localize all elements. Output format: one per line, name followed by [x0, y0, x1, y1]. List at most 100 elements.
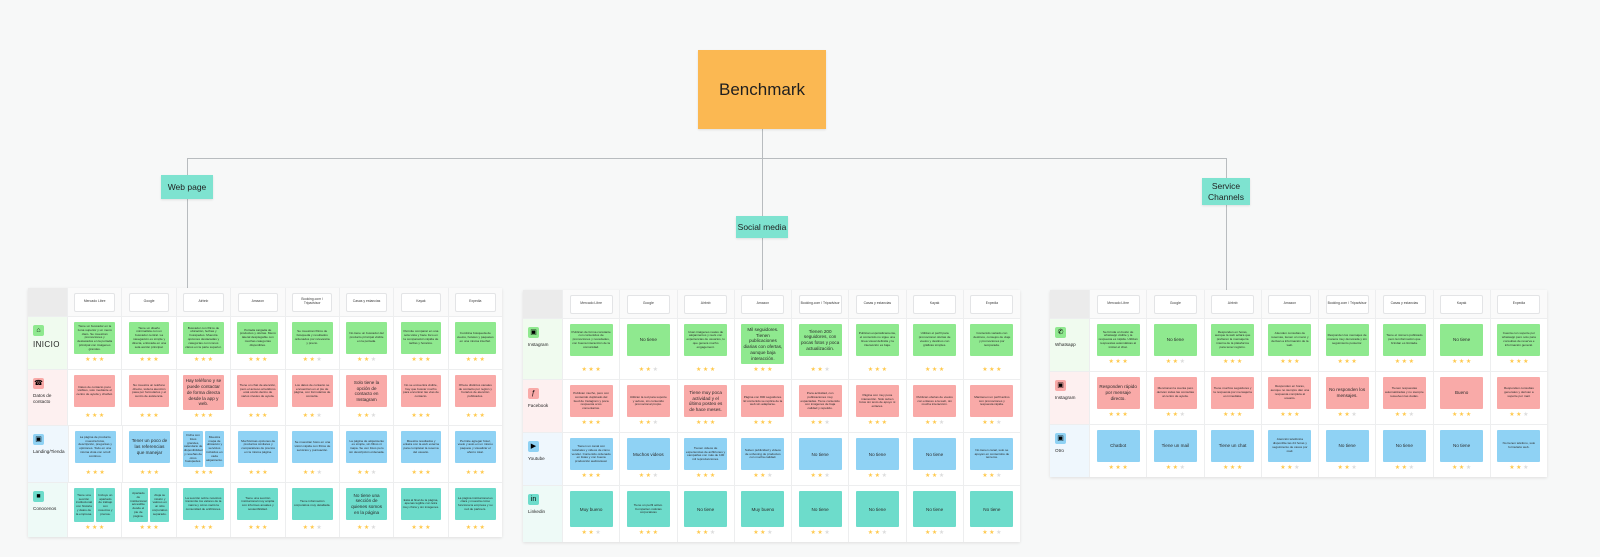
sticky-note[interactable]: Chatbot	[1096, 430, 1140, 462]
rating-stars[interactable]: ★★★	[1338, 356, 1357, 365]
column-header[interactable]: Airbnb	[175, 288, 230, 316]
rating-stars[interactable]: ★★★	[696, 527, 715, 536]
sticky-note[interactable]: Responden en horas, aunque no siempre da…	[1268, 377, 1312, 409]
sticky-note[interactable]: Muchísimas opciones de productos similar…	[237, 431, 279, 464]
sticky-note[interactable]: Suben publicidad y videos de unboxing de…	[741, 438, 785, 471]
sticky-note[interactable]: No tiene	[626, 324, 670, 356]
rating-stars[interactable]: ★★★	[696, 470, 715, 479]
sticky-note[interactable]: Muy bueno	[741, 491, 785, 528]
column-header[interactable]: Amazon	[733, 290, 791, 318]
sticky-note[interactable]: Tiene información corporativa muy detall…	[291, 488, 333, 521]
sticky-note[interactable]: Poca actividad, con publicaciones muy es…	[798, 385, 842, 418]
column-header[interactable]: Mercado Libre	[562, 290, 619, 318]
row-header[interactable]: ▣Instagram	[1050, 372, 1089, 424]
sticky-note[interactable]: Responden consultas generales y derivan …	[1497, 377, 1541, 409]
sticky-note[interactable]: No tiene	[798, 438, 842, 471]
rating-stars[interactable]: ★★★	[1166, 409, 1185, 418]
column-header[interactable]: Kayak	[1432, 290, 1490, 318]
sticky-note[interactable]: Publican ofertas de vuelos con enlaces a…	[913, 385, 957, 418]
rating-stars[interactable]: ★★★	[303, 410, 322, 419]
sticky-note[interactable]: No tienen teléfono, solo formulario web.	[1497, 430, 1541, 462]
sticky-note[interactable]: Hay teléfono y se puede contactar de for…	[183, 375, 224, 411]
rating-stars[interactable]: ★★★	[85, 354, 104, 363]
sticky-note[interactable]: No muestra un teléfono directo, toda la …	[128, 375, 170, 408]
column-header[interactable]: Amazon	[230, 288, 284, 316]
sticky-note[interactable]: No tiene	[913, 438, 957, 471]
sticky-note[interactable]: Tiene muy poca actividad y el último pos…	[684, 385, 728, 418]
sticky-note[interactable]: Combina búsqueda de vuelos, hoteles y pa…	[454, 322, 496, 354]
rating-stars[interactable]: ★★★	[982, 527, 1001, 536]
sticky-note[interactable]: Tiene el número publicado pero la inform…	[1382, 324, 1426, 356]
sticky-note[interactable]: Página con 800 seguidores. El contenido …	[741, 385, 785, 418]
rating-stars[interactable]: ★★★	[194, 522, 213, 531]
sticky-note[interactable]: Se muestran fotos en una visión rápida c…	[292, 431, 333, 464]
sticky-note[interactable]: Muy bueno	[569, 491, 613, 528]
rating-stars[interactable]: ★★★	[1166, 356, 1185, 365]
rating-stars[interactable]: ★★★	[1280, 409, 1299, 418]
column-header[interactable]: Expedia	[1489, 290, 1547, 318]
sticky-note[interactable]: No tiene	[855, 491, 899, 528]
sticky-note[interactable]: Tienen videos de experiencias de anfitri…	[684, 438, 728, 471]
rating-stars[interactable]: ★★★	[1509, 356, 1528, 365]
branch-node-web-page[interactable]: Web page	[161, 175, 213, 199]
sticky-note[interactable]: Permite agregar hotel, vuelo y auto en u…	[455, 431, 496, 464]
rating-stars[interactable]: ★★★	[466, 410, 485, 419]
rating-stars[interactable]: ★★★	[411, 410, 430, 419]
column-header[interactable]: Booking.com / Tripadvisor	[284, 288, 339, 316]
sticky-note[interactable]: Bueno	[1440, 377, 1484, 409]
rating-stars[interactable]: ★★★	[139, 410, 158, 419]
sticky-note[interactable]: Tiene una sección institucional con hist…	[74, 488, 94, 523]
sticky-note[interactable]: Se muestran filtros de búsqueda y result…	[291, 322, 333, 354]
rating-stars[interactable]: ★★★	[1452, 462, 1471, 471]
rating-stars[interactable]: ★★★	[85, 410, 104, 419]
sticky-note[interactable]: Muestra mapa de ubicación y servicios in…	[204, 431, 225, 468]
sticky-note[interactable]: Portada cargada de productos y ofertas. …	[237, 322, 279, 354]
column-header[interactable]: Airbnb	[1203, 290, 1261, 318]
rating-stars[interactable]: ★★★	[696, 364, 715, 373]
column-header[interactable]: Mercado Libre	[1089, 290, 1146, 318]
row-header[interactable]: ✆Whatsapp	[1050, 319, 1089, 371]
rating-stars[interactable]: ★★★	[753, 417, 772, 426]
rating-stars[interactable]: ★★★	[357, 522, 376, 531]
row-header[interactable]: ⌂INICIO	[28, 317, 67, 370]
sticky-note[interactable]: No tiene un buscador del producto princi…	[346, 322, 387, 354]
sticky-note[interactable]: No tiene	[1382, 430, 1426, 462]
row-header[interactable]: ☎Datos de contacto	[28, 370, 67, 426]
column-header[interactable]: Kayak	[393, 288, 447, 316]
sticky-note[interactable]: Página con muy poca interacción. Sólo su…	[855, 385, 899, 418]
sticky-note[interactable]: Responden en horas, aunque la web aclara…	[1211, 324, 1255, 356]
sticky-note[interactable]: Aloja su misión y valores en un sitio co…	[150, 488, 170, 523]
rating-stars[interactable]: ★★★	[753, 470, 772, 479]
sticky-note[interactable]: Publican esporádicamente, el contenido n…	[855, 324, 899, 356]
rating-stars[interactable]: ★★★	[139, 522, 158, 531]
sticky-note[interactable]: Usan imágenes reales de alojamientos y r…	[684, 324, 728, 356]
sticky-note[interactable]: Utilizan el perfil para promocionar ofer…	[913, 324, 957, 356]
sticky-note[interactable]: Tiene un perfil activo. Comparten notici…	[626, 491, 670, 528]
rating-stars[interactable]: ★★★	[1395, 409, 1414, 418]
rating-stars[interactable]: ★★★	[1395, 462, 1414, 471]
rating-stars[interactable]: ★★★	[753, 364, 772, 373]
sticky-note[interactable]: No tienen canal, solo se apoyan en conte…	[970, 438, 1014, 471]
sticky-note[interactable]: Tienen un canal con tutoriales y videos …	[569, 438, 613, 471]
rating-stars[interactable]: ★★★	[411, 522, 430, 531]
sticky-note[interactable]: Tiene un chat de atención, pero el acces…	[237, 375, 279, 408]
root-node-benchmark[interactable]: Benchmark	[698, 50, 826, 129]
sticky-note[interactable]: No responden los mensajes.	[1325, 377, 1369, 409]
rating-stars[interactable]: ★★★	[139, 354, 158, 363]
row-header[interactable]: ▶Youtube	[523, 433, 562, 486]
sticky-note[interactable]: Solo tiene la opción de contacto en Inst…	[346, 375, 387, 408]
rating-stars[interactable]: ★★★	[868, 470, 887, 479]
sticky-note[interactable]: Tiene un chat	[1211, 430, 1255, 462]
rating-stars[interactable]: ★★★	[1452, 356, 1471, 365]
rating-stars[interactable]: ★★★	[248, 522, 267, 531]
rating-stars[interactable]: ★★★	[1280, 462, 1299, 471]
rating-stars[interactable]: ★★★	[1223, 462, 1242, 471]
rating-stars[interactable]: ★★★	[696, 417, 715, 426]
rating-stars[interactable]: ★★★	[925, 470, 944, 479]
column-header[interactable]: Mercado Libre	[67, 288, 121, 316]
sticky-note[interactable]: Atienden consultas de reservas, tienen u…	[1268, 324, 1312, 356]
rating-stars[interactable]: ★★★	[811, 527, 830, 536]
rating-stars[interactable]: ★★★	[639, 527, 658, 536]
rating-stars[interactable]: ★★★	[1280, 356, 1299, 365]
